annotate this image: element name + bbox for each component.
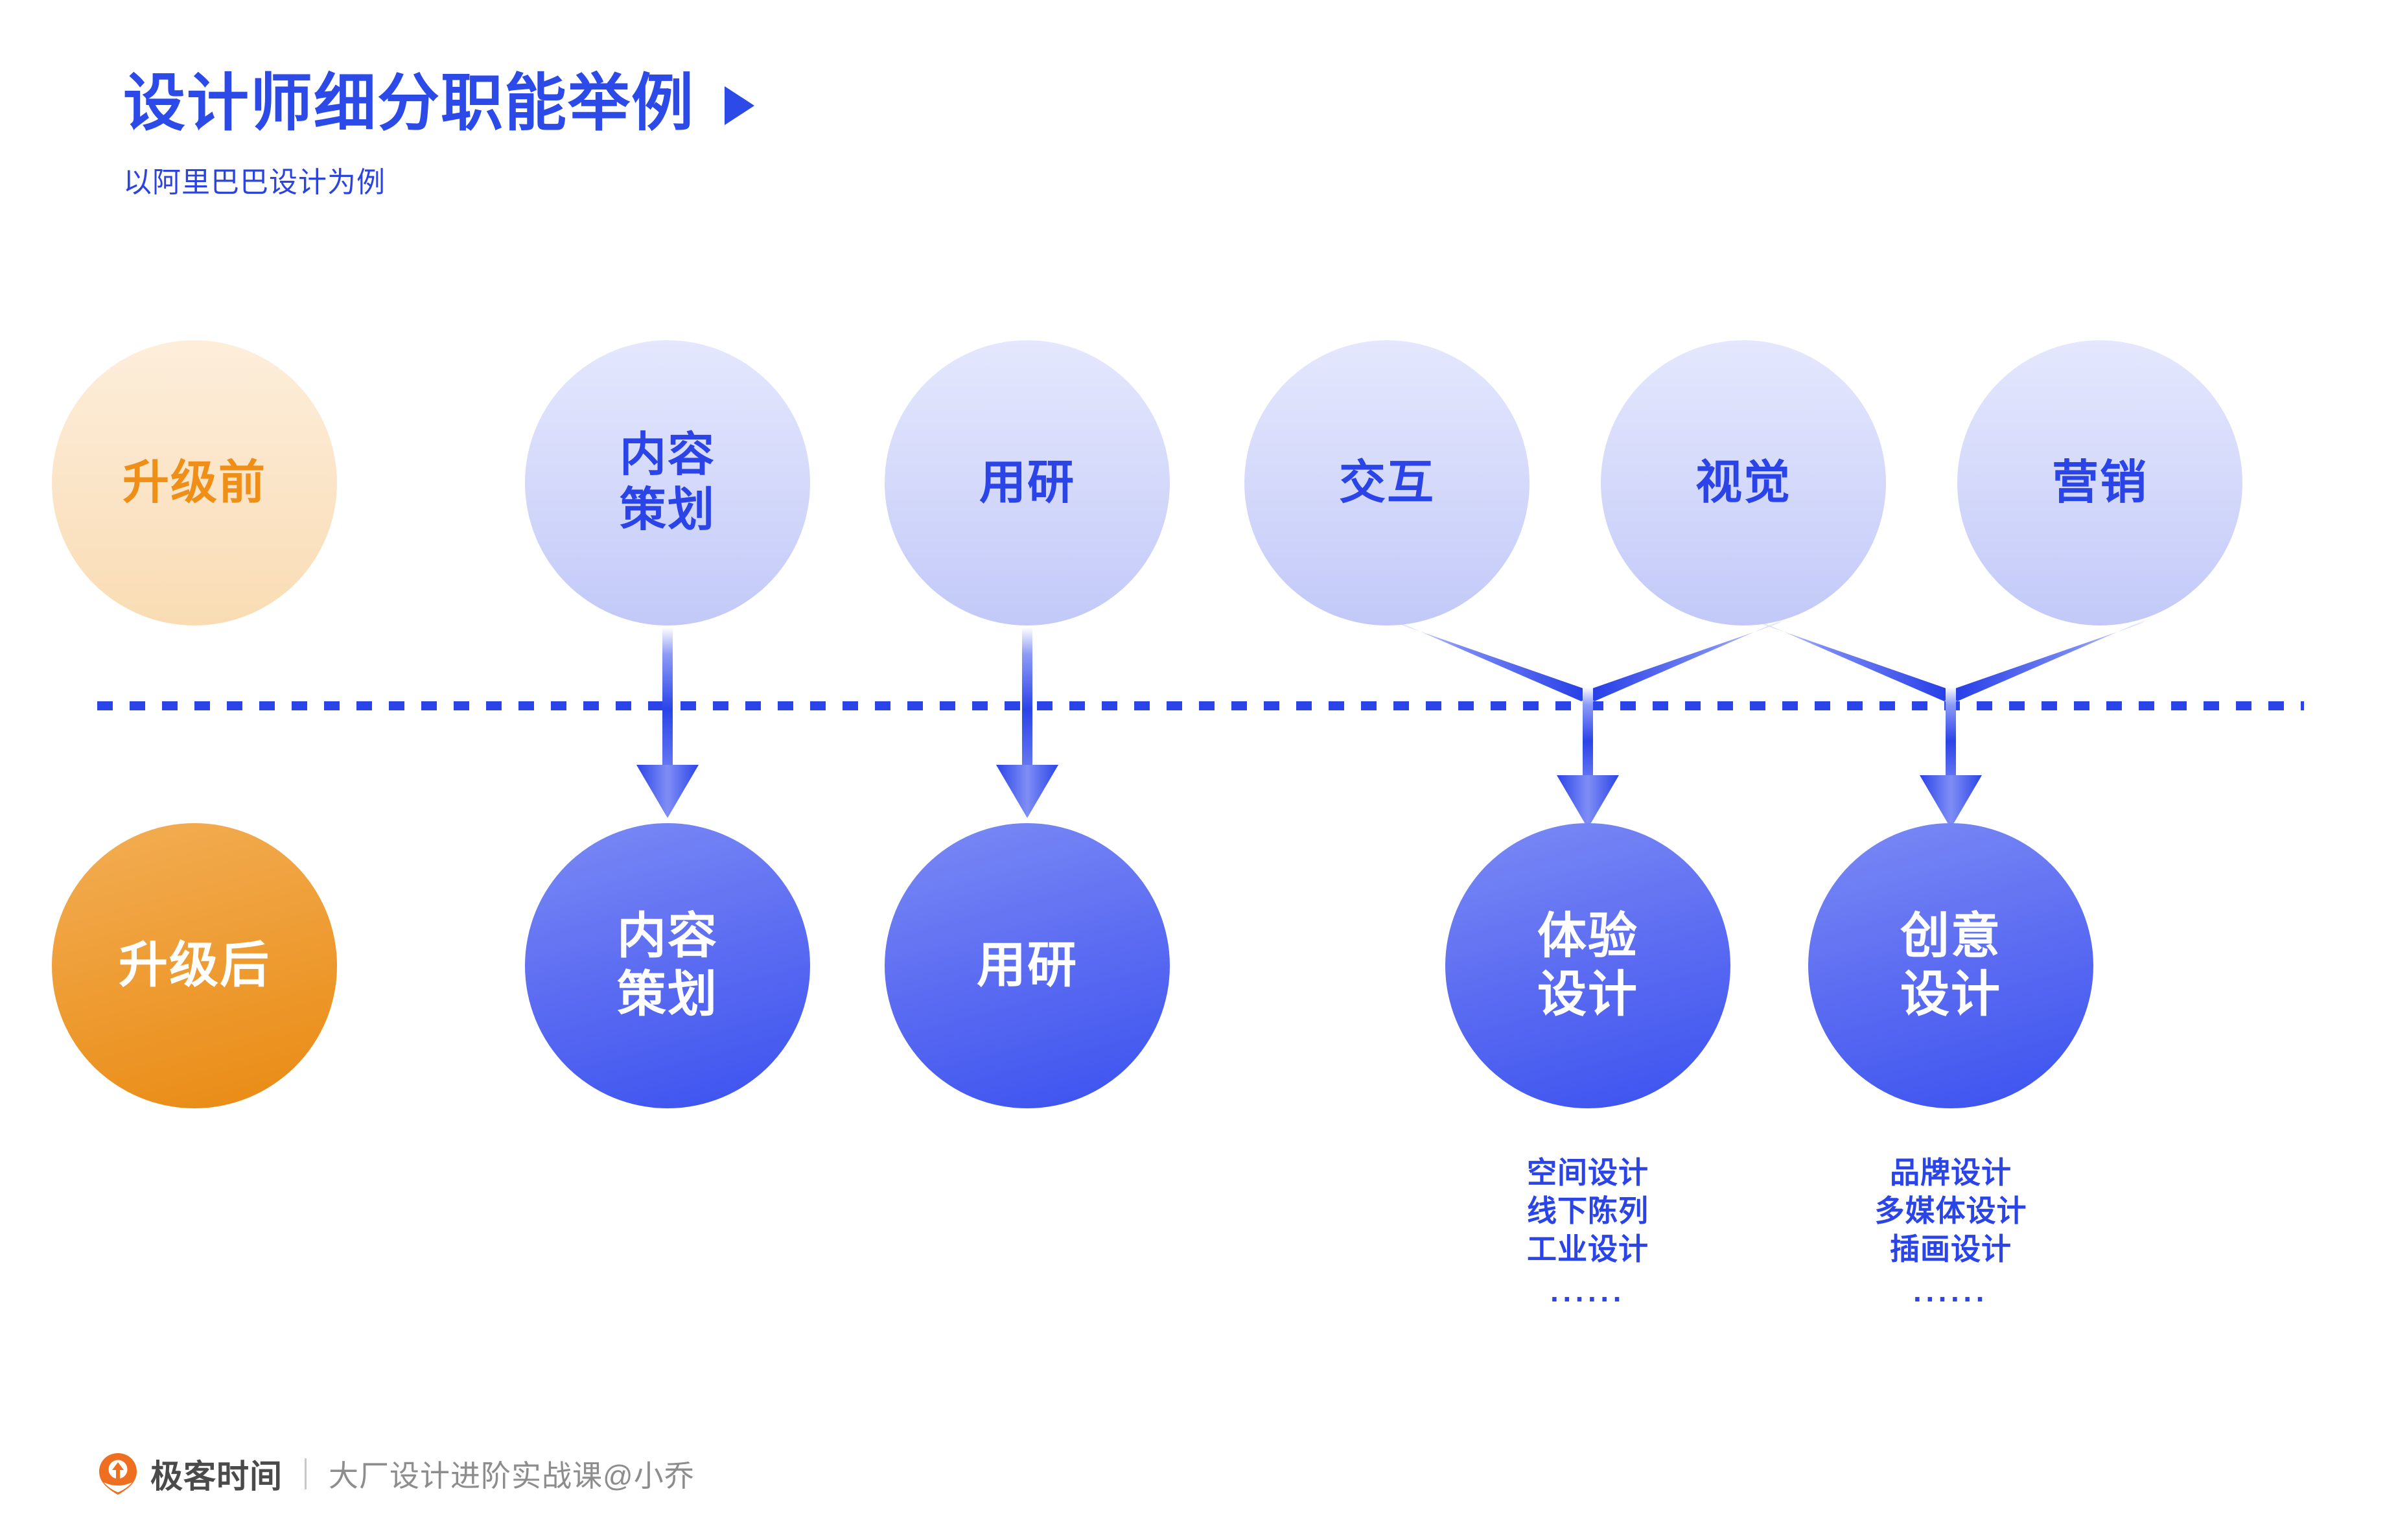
sublist-creative-design: 品牌设计 多媒体设计 插画设计 ······ [1808,1154,2093,1318]
circle-label: 内容 策划 [617,909,718,1022]
sublist-more-dots: ······ [1913,1281,1988,1316]
geekbang-pin-icon [96,1452,140,1496]
circle-label: 用研 [979,456,1075,509]
circle-label: 内容 策划 [619,429,716,536]
top-circle-stage-before[interactable]: 升级前 [52,340,337,625]
top-circle-content-planning[interactable]: 内容 策划 [525,340,810,625]
bottom-circle-experience-design[interactable]: 体验 设计 [1445,823,1730,1108]
circle-label: 用研 [977,938,1078,994]
circle-label: 升级前 [122,456,266,509]
sublist-item: 线下陈列 [1527,1193,1649,1228]
page-title: 设计师细分职能举例 [123,69,695,138]
circle-label: 营销 [2051,456,2148,509]
bottom-circle-creative-design[interactable]: 创意 设计 [1808,823,2093,1108]
sublist-item: 品牌设计 [1890,1156,2012,1189]
bottom-circle-content-planning[interactable]: 内容 策划 [525,823,810,1108]
sublist-item: 插画设计 [1890,1231,2012,1266]
circle-label: 创意 设计 [1900,909,2001,1022]
play-triangle-icon [725,86,754,126]
sublist-item: 多媒体设计 [1874,1193,2027,1228]
slide-header: 设计师细分职能举例 以阿里巴巴设计为例 [123,71,754,200]
sublist-experience-design: 空间设计 线下陈列 工业设计 ······ [1445,1154,1730,1318]
top-circle-user-research[interactable]: 用研 [885,340,1170,625]
circle-label: 视觉 [1695,456,1791,509]
slide-footer: 极客时间 大厂设计进阶实战课@小乔 [96,1451,695,1497]
top-circle-visual[interactable]: 视觉 [1601,340,1886,625]
circle-label: 体验 设计 [1537,909,1638,1022]
circle-label: 交互 [1338,456,1435,509]
stage-divider-dotted-line [97,701,2304,710]
brand-name: 极客时间 [150,1458,283,1495]
top-circle-marketing[interactable]: 营销 [1957,340,2242,625]
sublist-item: 空间设计 [1527,1156,1649,1189]
bottom-circle-user-research[interactable]: 用研 [885,823,1170,1108]
page-subtitle: 以阿里巴巴设计为例 [123,166,386,198]
arrow-merge-creative-design [1750,617,2152,828]
bottom-circle-stage-after[interactable]: 升级后 [52,823,337,1108]
sublist-item: 工业设计 [1527,1231,1649,1266]
sublist-more-dots: ······ [1550,1281,1625,1316]
top-circle-interaction[interactable]: 交互 [1244,340,1530,625]
circle-label: 升级后 [119,938,270,994]
arrow-merge-experience-design [1387,617,1789,828]
title-row: 设计师细分职能举例 [123,71,754,137]
footer-separator [305,1458,307,1489]
arrow-user-research [996,627,1058,818]
arrow-content-planning [636,627,699,818]
footer-course-text: 大厂设计进阶实战课@小乔 [329,1459,695,1493]
